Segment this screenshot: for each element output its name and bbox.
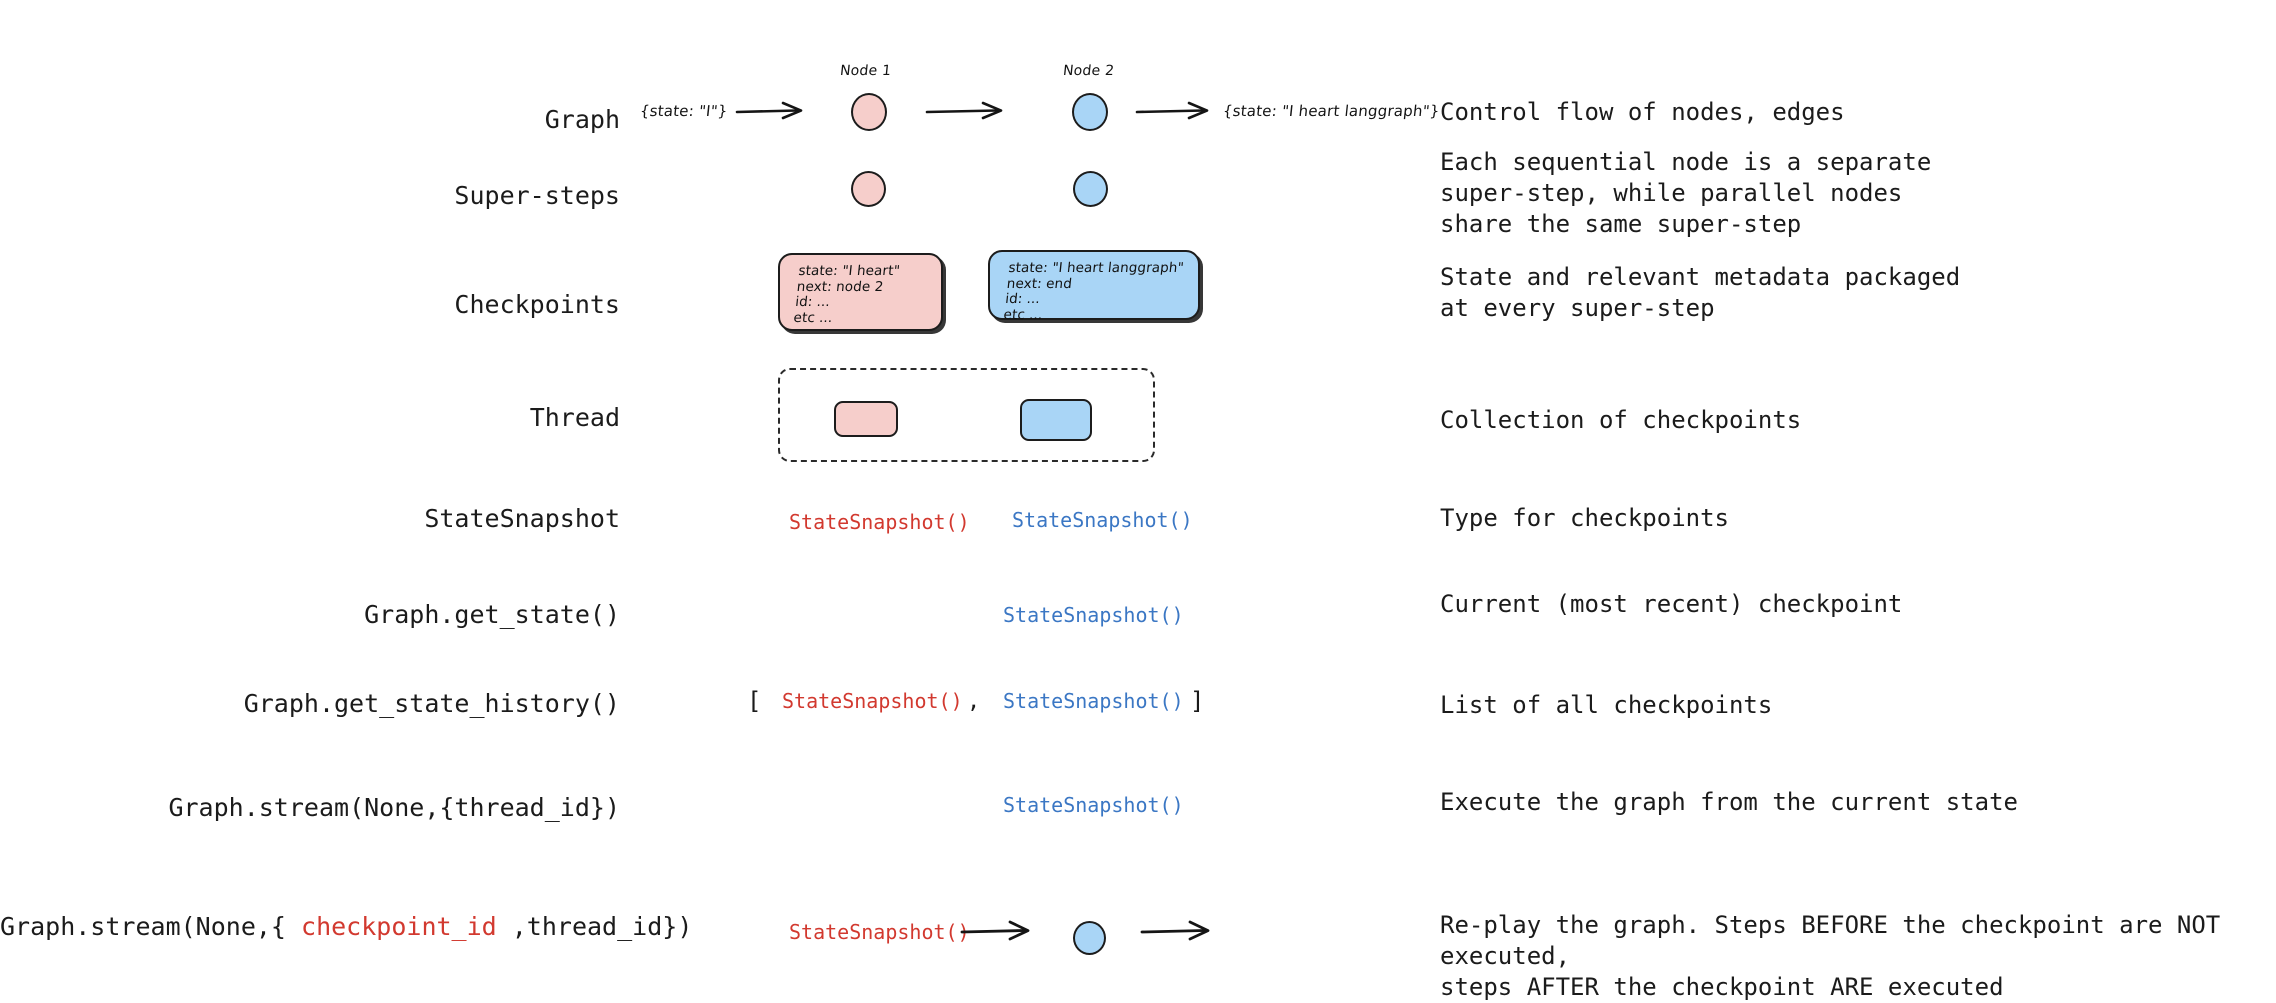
row-desc-super-steps: Each sequential node is a separate super… <box>1440 148 1932 238</box>
checkpoint-card-1: state: "I heart" next: node 2 id: ... et… <box>778 253 943 331</box>
graph-node-1 <box>851 93 887 131</box>
row-desc-get-state: Current (most recent) checkpoint <box>1440 590 1903 618</box>
row-label-checkpoints: Checkpoints <box>454 290 620 319</box>
node2-caption: Node 2 <box>1062 63 1115 79</box>
row-label-stream-thread: Graph.stream(None,{thread_id}) <box>168 793 620 822</box>
row-desc-graph: Control flow of nodes, edges <box>1440 98 1845 126</box>
row-label-thread: Thread <box>529 403 620 432</box>
thread-container <box>778 368 1155 462</box>
graph-input-state: {state: "I"} <box>639 102 729 120</box>
row-desc-checkpoints: State and relevant metadata packaged at … <box>1440 263 1961 322</box>
statesnapshot-token-red-3: StateSnapshot() <box>789 920 970 944</box>
edge-arrow-2 <box>925 101 1003 120</box>
graph-node-2 <box>1072 93 1108 131</box>
row-desc-thread: Collection of checkpoints <box>1440 406 1802 434</box>
replay-node <box>1073 921 1106 955</box>
replay-arrow-2 <box>1140 920 1210 941</box>
row-desc-stream-replay: Re-play the graph. Steps BEFORE the chec… <box>1440 911 2221 1001</box>
row-label-statesnapshot: StateSnapshot <box>424 504 620 533</box>
statesnapshot-token-red-2: StateSnapshot() <box>782 689 963 713</box>
stream-replay-suffix: ,thread_id}) <box>496 912 693 941</box>
list-bracket-close: ] <box>1190 687 1205 715</box>
thread-checkpoint-2 <box>1020 399 1092 441</box>
stream-replay-checkpoint-id: checkpoint_id <box>301 912 497 941</box>
statesnapshot-token-blue-2: StateSnapshot() <box>1003 603 1184 627</box>
list-bracket-open: [ <box>747 687 762 715</box>
superstep-node-2 <box>1073 171 1108 207</box>
row-label-graph: Graph <box>544 105 620 134</box>
statesnapshot-token-blue-1: StateSnapshot() <box>1012 508 1193 532</box>
graph-output-state: {state: "I heart langgraph"} <box>1222 102 1441 120</box>
checkpoint-card-2: state: "I heart langgraph" next: end id:… <box>988 250 1200 323</box>
checkpoint-card-1-text: state: "I heart" next: node 2 id: ... et… <box>792 263 901 326</box>
stream-replay-prefix: Graph.stream(None,{ <box>0 912 302 941</box>
list-comma: , <box>967 689 981 714</box>
statesnapshot-token-red-1: StateSnapshot() <box>789 510 970 534</box>
row-desc-stream-thread: Execute the graph from the current state <box>1440 788 2018 816</box>
row-label-super-steps: Super-steps <box>454 181 620 210</box>
row-desc-get-state-history: List of all checkpoints <box>1440 691 1773 719</box>
row-desc-statesnapshot: Type for checkpoints <box>1440 504 1729 532</box>
checkpoint-card-2-text: state: "I heart langgraph" next: end id:… <box>1002 260 1185 323</box>
replay-arrow-1 <box>960 920 1030 941</box>
row-label-get-state-history: Graph.get_state_history() <box>243 689 620 718</box>
edge-arrow-1 <box>735 101 803 120</box>
thread-checkpoint-1 <box>834 401 898 437</box>
statesnapshot-token-blue-3: StateSnapshot() <box>1003 689 1184 713</box>
superstep-node-1 <box>851 171 886 207</box>
statesnapshot-token-blue-4: StateSnapshot() <box>1003 793 1184 817</box>
row-label-get-state: Graph.get_state() <box>364 600 620 629</box>
row-label-stream-replay: Graph.stream(None,{ checkpoint_id ,threa… <box>0 912 692 941</box>
edge-arrow-3 <box>1135 101 1209 120</box>
node1-caption: Node 1 <box>839 63 892 79</box>
